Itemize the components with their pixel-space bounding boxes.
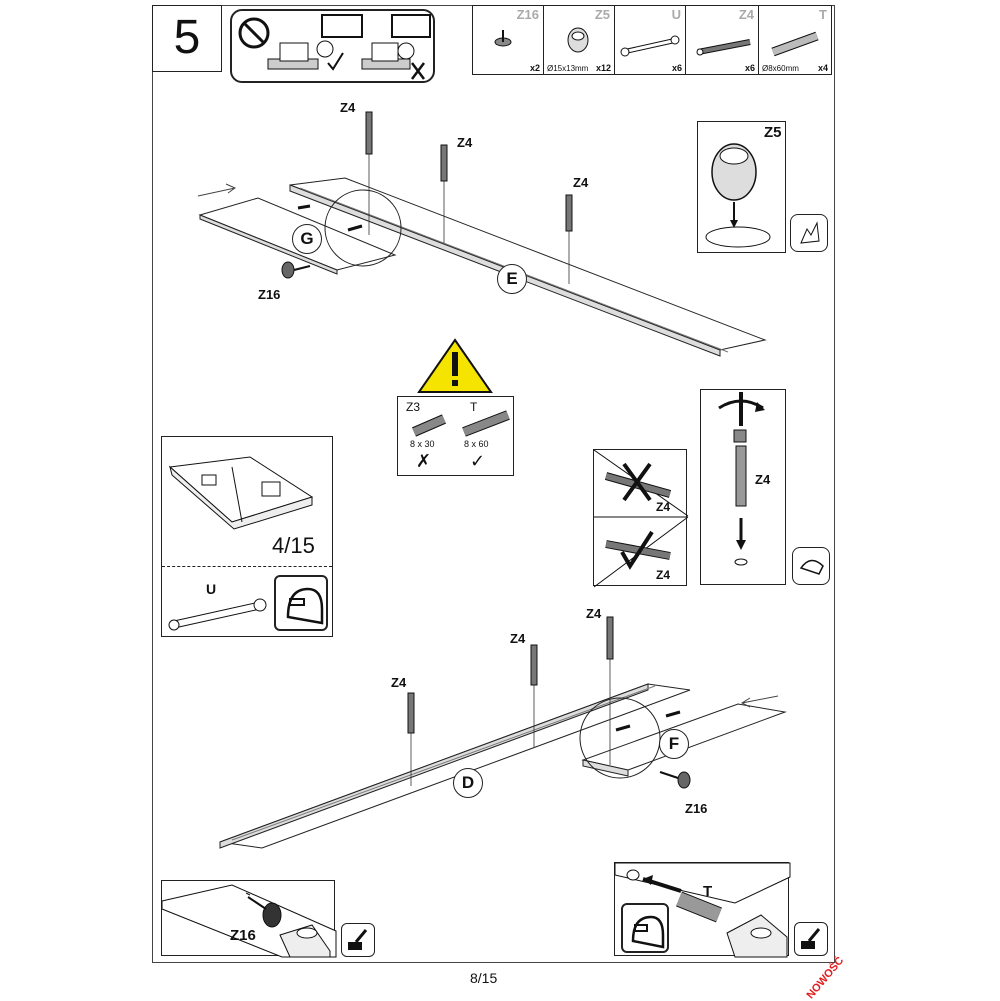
foot-label: Z16 xyxy=(685,801,708,816)
leveling-foot-icon xyxy=(494,30,512,47)
page-number: 8/15 xyxy=(470,970,498,986)
panel-f-label: F xyxy=(659,729,689,759)
handling-drawing xyxy=(238,14,431,80)
part-code: Z16 xyxy=(516,7,539,22)
part-qty: x6 xyxy=(671,63,682,73)
handling-pictogram xyxy=(230,9,435,83)
hammer-icon-box-right xyxy=(794,922,828,956)
screw-detail-box: Z4 xyxy=(700,389,786,585)
parts-table: Z16 x2 Z5 Ø15x13mm x12 U x6 Z4 x6 xyxy=(472,5,832,75)
helmet-safety-icon xyxy=(621,903,669,953)
dowel-warning-box: Z3 T 8 x 30 8 x 60 ✗ ✓ xyxy=(397,396,514,476)
cam-lock-icon xyxy=(567,27,589,53)
right-dowel-dim: 8 x 60 xyxy=(464,439,489,449)
screw-label: Z4 xyxy=(340,100,356,115)
part-qty: x2 xyxy=(529,63,540,73)
cam-bolt-icon xyxy=(696,39,751,56)
panel-g-label: G xyxy=(292,224,322,254)
dowel-detail-drawing xyxy=(614,862,791,958)
foot-detail-drawing xyxy=(161,884,337,958)
helmet-icon xyxy=(631,915,665,949)
hammer-icon xyxy=(801,928,821,949)
part-cell-u: U x6 xyxy=(614,5,686,75)
screw-label: Z4 xyxy=(586,606,602,621)
part-dim: Ø8x60mm xyxy=(762,64,799,73)
part-code: Z5 xyxy=(594,7,610,22)
part-code: T xyxy=(819,7,827,22)
cam-lock-detail: Z5 xyxy=(697,121,786,253)
hammer-icon xyxy=(348,929,368,950)
screw-label: Z4 xyxy=(510,631,526,646)
panel-e-label: E xyxy=(497,264,527,294)
screw-label: Z4 xyxy=(457,135,473,150)
bolt-label: U xyxy=(206,581,217,597)
check-mark: ✓ xyxy=(470,451,486,471)
screw-label: Z4 xyxy=(391,675,407,690)
part-qty: x4 xyxy=(817,63,828,73)
part-cell-t: T Ø8x60mm x4 xyxy=(758,5,832,75)
helmet-icon xyxy=(286,587,324,625)
screw-label: Z4 xyxy=(573,175,589,190)
warning-triangle-icon xyxy=(417,338,493,393)
step-number: 5 xyxy=(173,11,201,64)
hand-press-icon xyxy=(790,214,828,252)
right-dowel-code: T xyxy=(470,400,478,414)
cam-lock-drawing xyxy=(705,143,771,248)
rotate-hand-icon xyxy=(799,559,824,575)
booklet-divider xyxy=(162,566,332,567)
screw-compare-drawing xyxy=(593,449,689,588)
cam-lock-label: Z5 xyxy=(764,124,782,141)
foot-detail-box: Z16 xyxy=(161,880,337,958)
part-code: U xyxy=(671,7,681,22)
dowel-detail-box: T xyxy=(614,862,791,958)
hand-icon xyxy=(800,221,820,244)
part-qty: x6 xyxy=(744,63,755,73)
wrong-dowel-dim: 8 x 30 xyxy=(410,439,435,449)
wrong-screw-label: Z4 xyxy=(656,500,671,514)
helmet-safety-icon xyxy=(274,575,328,631)
foot-label: Z16 xyxy=(258,287,281,302)
bolt-drawing xyxy=(168,598,267,631)
rotate-icon xyxy=(792,547,830,585)
screw-compare-box: Z4 Z4 xyxy=(593,449,689,588)
part-cell-z16: Z16 x2 xyxy=(472,5,544,75)
part-qty: x12 xyxy=(595,63,611,73)
part-code: Z4 xyxy=(738,7,754,22)
booklet-page-ref: 4/15 xyxy=(272,533,315,558)
wrong-dowel-code: Z3 xyxy=(406,400,421,414)
connector-bolt-icon xyxy=(620,35,680,57)
screw-detail-drawing xyxy=(718,392,765,566)
booklet-reference-box: 4/15 U xyxy=(161,436,333,637)
hammer-icon-box-left xyxy=(341,923,375,957)
step-number-box: 5 xyxy=(152,5,222,72)
panel-d-label: D xyxy=(453,768,483,798)
dowel-compare-drawing xyxy=(412,410,510,437)
wooden-dowel-icon xyxy=(771,31,819,57)
dowel-detail-label: T xyxy=(703,883,713,900)
booklet-drawing xyxy=(168,456,314,530)
right-screw-label: Z4 xyxy=(656,568,671,582)
screw-detail-label: Z4 xyxy=(755,472,771,487)
part-dim: Ø15x13mm xyxy=(547,64,589,73)
foot-detail-label: Z16 xyxy=(230,927,256,944)
cross-mark: ✗ xyxy=(416,451,432,471)
